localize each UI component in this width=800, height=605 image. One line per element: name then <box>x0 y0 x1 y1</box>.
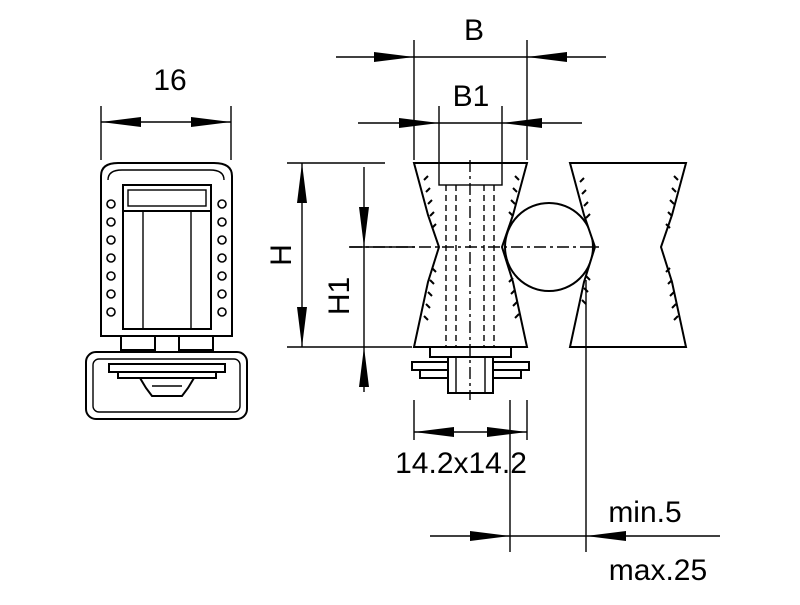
dim-label-b1: B1 <box>453 80 490 113</box>
arrow-wire-left <box>414 427 454 437</box>
hole <box>106 271 116 281</box>
teeth-left-upper <box>423 175 437 229</box>
teeth-left-lower <box>423 267 437 321</box>
arrow-gap-left <box>470 531 510 541</box>
right-jaw <box>568 162 688 348</box>
hole-column-right <box>217 199 227 317</box>
hole <box>106 235 116 245</box>
arrow-16-left <box>101 117 141 127</box>
teeth-right-jaw-right-lower <box>665 267 679 321</box>
hole <box>217 289 227 299</box>
arrow-gap-right <box>586 531 626 541</box>
nut <box>138 377 196 397</box>
dim-label-wire: 14.2x14.2 <box>395 447 527 480</box>
arrow-h-bottom <box>297 307 307 347</box>
hole <box>106 289 116 299</box>
arrow-h1-top <box>359 207 369 247</box>
arrow-h-top <box>297 163 307 203</box>
washer-plate <box>108 363 226 373</box>
front-view: B B1 H H1 <box>265 14 720 587</box>
hole <box>106 217 116 227</box>
hole <box>217 307 227 317</box>
top-slot <box>122 184 212 212</box>
dim-label-h1: H1 <box>323 277 356 315</box>
teeth-right-jaw-right-upper <box>665 175 679 229</box>
teeth-right-upper <box>508 175 520 217</box>
arrow-b1-left <box>399 118 439 128</box>
hole <box>217 199 227 209</box>
hole <box>106 253 116 263</box>
arrow-wire-right <box>487 427 527 437</box>
teeth-right-jaw-left-upper <box>579 177 591 219</box>
dim-label-h: H <box>265 244 298 266</box>
dim-label-max: max.25 <box>609 554 707 587</box>
clamp-body-inner-edge <box>107 169 225 181</box>
arrow-16-right <box>191 117 231 127</box>
right-jaw-teeth <box>579 175 679 321</box>
left-jaw-teeth <box>423 175 520 321</box>
hole <box>217 217 227 227</box>
hole <box>217 253 227 263</box>
top-slot-inner <box>127 189 207 207</box>
hole <box>217 235 227 245</box>
teeth-right-lower <box>508 277 520 319</box>
arrow-b1-right <box>502 118 542 128</box>
bottom-frame-inner <box>92 358 241 413</box>
arrow-b-right <box>527 52 567 62</box>
hole <box>106 199 116 209</box>
dim-label-16: 16 <box>153 64 186 97</box>
hole-column-left <box>106 199 116 317</box>
central-channel <box>122 210 212 330</box>
dim-label-min: min.5 <box>608 496 681 529</box>
dim-label-b: B <box>464 14 484 47</box>
hole <box>217 271 227 281</box>
arrow-h1-bottom <box>359 347 369 387</box>
side-view: 16 <box>85 64 248 420</box>
arrow-b-left <box>374 52 414 62</box>
hole <box>106 307 116 317</box>
